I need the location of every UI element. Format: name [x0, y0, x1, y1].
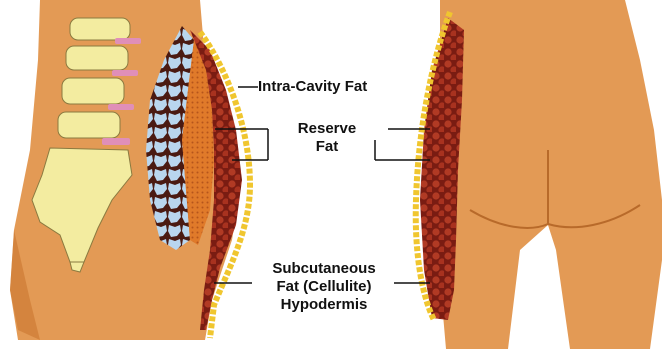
reserve-fat-text-line1: Reserve: [282, 120, 372, 138]
reserve-fat-text-line2: Fat: [282, 138, 372, 156]
rear-view-figure: [375, 0, 662, 349]
subcutaneous-text-line3: Hypodermis: [256, 296, 392, 314]
intra-cavity-fat-label: Intra-Cavity Fat: [258, 78, 367, 96]
subcutaneous-text-line2: Fat (Cellulite): [256, 278, 392, 296]
intra-cavity-fat-text: Intra-Cavity Fat: [258, 78, 367, 96]
subcutaneous-fat-label: Subcutaneous Fat (Cellulite) Hypodermis: [256, 260, 392, 314]
side-view-figure: [10, 0, 268, 340]
reserve-fat-label: Reserve Fat: [282, 120, 372, 156]
rear-body-silhouette: [440, 0, 662, 349]
subcutaneous-text-line1: Subcutaneous: [256, 260, 392, 278]
